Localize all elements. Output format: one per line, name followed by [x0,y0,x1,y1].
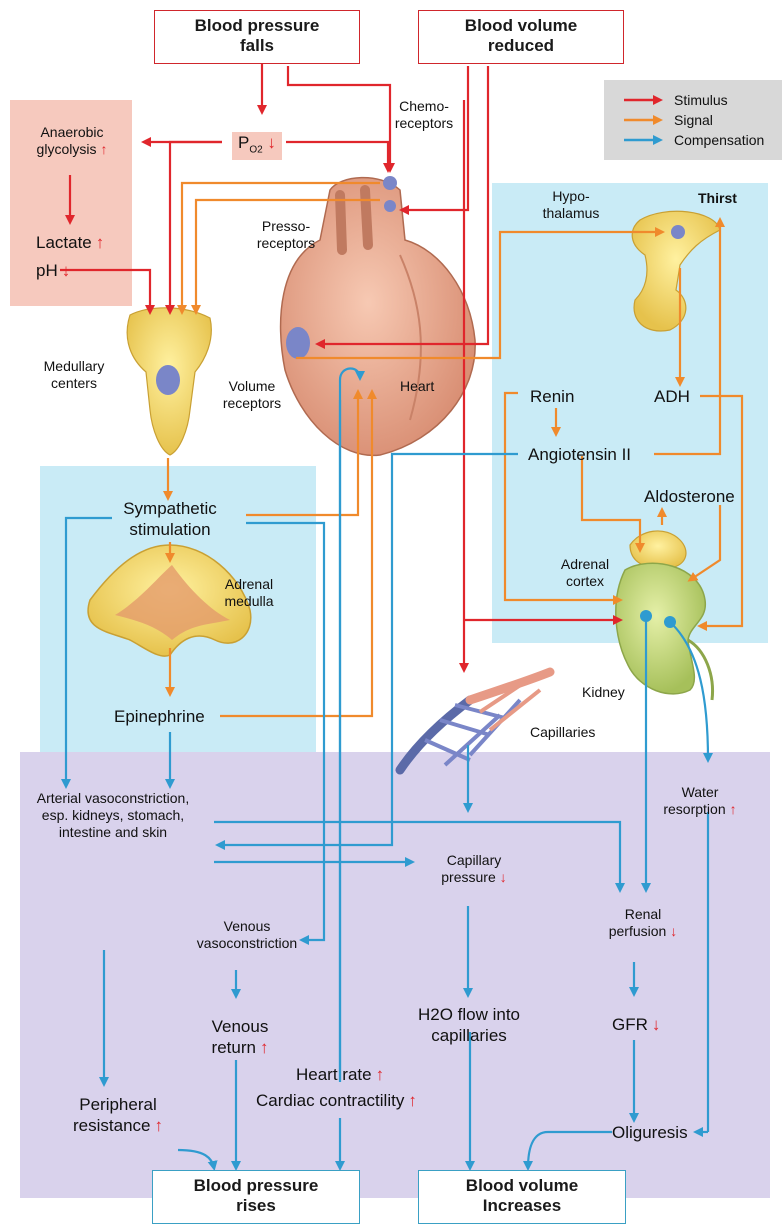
up-arrow-icon [92,233,105,252]
cardiac-contractility-label: Cardiac contractility [256,1090,417,1111]
heart-label: Heart [400,378,434,395]
adrenal-cortex-label: Adrenal cortex [548,556,622,590]
up-arrow-icon [150,1116,163,1135]
capillaries-illustration [400,672,550,770]
sympathetic-stimulation-label: Sympathetic stimulation [110,498,230,540]
angiotensin-label: Angiotensin II [528,444,631,465]
renal-perfusion-text: Renal perfusion [609,906,667,939]
peripheral-resistance-label: Peripheral resistance [58,1094,178,1136]
oliguresis-label: Oliguresis [612,1122,688,1143]
pressoreceptors-label: Presso- receptors [248,218,324,252]
capillary-pressure-label: Capillary pressure [424,852,524,886]
chemoreceptors-label: Chemo- receptors [382,98,466,132]
down-arrow-icon [648,1015,661,1034]
blood-pressure-falls-box: Blood pressure falls [154,10,360,64]
ph-text: pH [36,261,58,280]
aldosterone-label: Aldosterone [644,486,735,507]
venous-vasoconstriction-label: Venous vasoconstriction [192,918,302,952]
up-arrow-icon [404,1091,417,1110]
adrenal-medulla-label: Adrenal medulla [214,576,284,610]
lactate-label: Lactate [36,232,104,253]
po2-label: PO2 ↓ [232,132,282,160]
thirst-label: Thirst [698,190,737,207]
h2o-flow-label: H2O flow into capillaries [404,1004,534,1046]
anaerobic-text: Anaerobic glycolysis [37,124,104,157]
adh-label: ADH [654,386,690,407]
legend-signal: Signal [674,112,713,129]
medulla-illustration [127,308,211,455]
lactate-text: Lactate [36,233,92,252]
blood-pressure-rises-label: Blood pressure rises [153,1171,359,1216]
gfr-label: GFR [612,1014,660,1035]
epinephrine-label: Epinephrine [114,706,205,727]
up-arrow-icon [256,1038,269,1057]
blood-volume-reduced-label: Blood volume reduced [419,11,623,56]
venous-return-label: Venous return [190,1016,290,1058]
down-arrow-icon [666,923,677,939]
blood-volume-increases-label: Blood volume Increases [419,1171,625,1216]
legend-stimulus: Stimulus [674,92,728,109]
down-arrow-icon [496,869,507,885]
heart-rate-label: Heart rate [296,1064,384,1085]
water-resorption-text: Water resorption [663,784,725,817]
up-arrow-icon [372,1065,385,1084]
blood-pressure-rises-box: Blood pressure rises [152,1170,360,1224]
down-arrow-icon [58,261,71,280]
peripheral-text: Peripheral resistance [73,1095,157,1135]
up-arrow-icon [96,141,107,157]
gfr-text: GFR [612,1015,648,1034]
anaerobic-glycolysis-label: Anaerobic glycolysis [22,124,122,158]
renin-label: Renin [530,386,574,407]
blood-volume-increases-box: Blood volume Increases [418,1170,626,1224]
heart-rate-text: Heart rate [296,1065,372,1084]
up-arrow-icon [726,801,737,817]
kidney-label: Kidney [582,684,625,701]
legend-compensation: Compensation [674,132,764,149]
ph-label: pH [36,260,70,281]
volume-receptors-label: Volume receptors [212,378,292,412]
capillary-pressure-text: Capillary pressure [441,852,501,885]
capillaries-label: Capillaries [530,724,595,741]
cardiac-text: Cardiac contractility [256,1091,404,1110]
blood-volume-reduced-box: Blood volume reduced [418,10,624,64]
medullary-centers-label: Medullary centers [36,358,112,392]
blood-pressure-falls-label: Blood pressure falls [155,11,359,56]
renal-perfusion-label: Renal perfusion [598,906,688,940]
po2-subscript: O2 [249,144,262,155]
hypothalamus-illustration [632,211,720,331]
water-resorption-label: Water resorption [650,784,750,818]
arterial-vasoconstriction-label: Arterial vasoconstriction, esp. kidneys,… [28,790,198,841]
hypothalamus-label: Hypo- thalamus [538,188,604,222]
